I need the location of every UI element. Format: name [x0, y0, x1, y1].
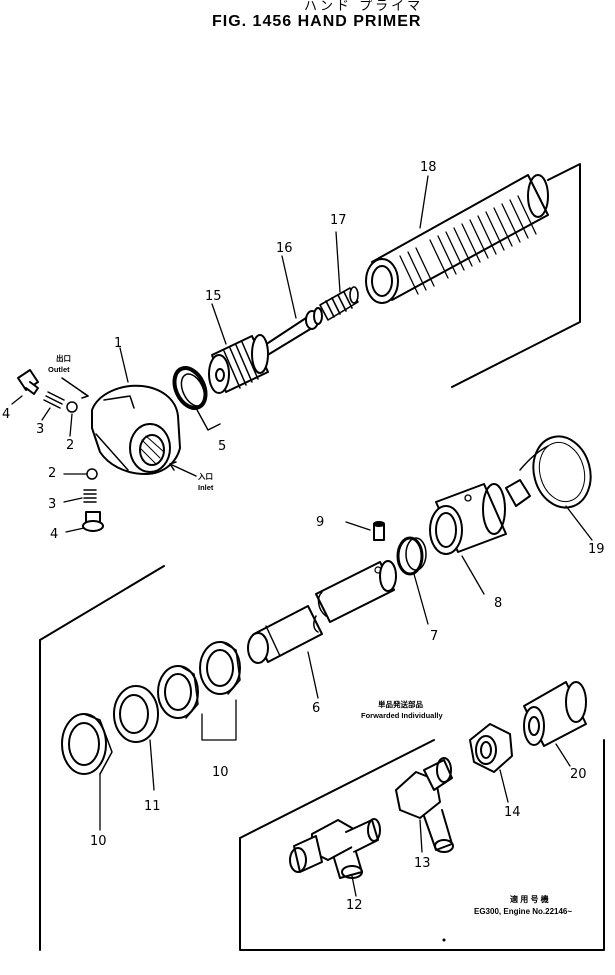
inlet-label-jp: 入口	[198, 472, 213, 481]
callout-4-top: 4	[2, 407, 11, 422]
part-7-rod	[261, 307, 323, 357]
callout-1: 1	[114, 336, 123, 351]
bracket-lower-right	[239, 739, 605, 951]
figure-title: FIG. 1456 HAND PRIMER	[212, 13, 422, 30]
callout-10-left: 10	[90, 834, 107, 849]
callout-20: 20	[570, 767, 587, 782]
part-3-spring-top	[41, 391, 65, 421]
part-6-piston	[208, 334, 269, 394]
callout-17: 12	[346, 898, 363, 913]
callout-10-right: 10	[212, 765, 229, 780]
part-16-pin	[345, 521, 385, 541]
part-15-knob	[505, 435, 593, 541]
callout-3-top: 3	[36, 422, 45, 437]
part-1-body	[91, 384, 181, 475]
callout-4-lower: 4	[50, 527, 59, 542]
part-10-nuts	[157, 641, 241, 741]
callout-13: 7	[430, 629, 439, 644]
callout-12: 6	[312, 701, 321, 716]
part-12-cylinder	[247, 560, 397, 699]
callout-11: 11	[144, 799, 161, 814]
part-3-spring-lower	[63, 489, 97, 503]
part-18-fitting	[395, 757, 454, 853]
callout-16: 9	[316, 515, 325, 530]
part-19-nut	[469, 723, 513, 803]
part-8-spring	[319, 286, 359, 321]
callout-19: 14	[504, 805, 521, 820]
callout-5: 5	[218, 439, 227, 454]
callout-14: 8	[494, 596, 503, 611]
outlet-label: Outlet	[48, 365, 70, 374]
inlet-label: Inlet	[198, 483, 214, 492]
applicable-label: EG300, Engine No.22146~	[474, 907, 573, 916]
inlet-arrow	[169, 463, 197, 477]
part-11-washer	[113, 685, 159, 791]
callout-3-lower: 3	[48, 497, 57, 512]
title-japanese: ハンド プライマ	[304, 0, 424, 14]
callout-8: 17	[330, 213, 347, 228]
applicable-label-jp: 適 用 号 機	[510, 895, 549, 904]
part-4-plug-lower	[65, 511, 104, 533]
part-14-nut	[429, 483, 507, 595]
callout-2-lower: 2	[48, 466, 57, 481]
outlet-label-jp: 出口	[56, 354, 71, 363]
callout-2-top: 2	[66, 438, 75, 453]
part-20-sleeve	[523, 681, 587, 767]
callout-7: 16	[276, 241, 293, 256]
callout-18: 13	[414, 856, 431, 871]
callout-15: 19	[588, 542, 605, 557]
forwarded-label-jp: 単品発送部品	[378, 700, 423, 709]
callout-9: 18	[420, 160, 437, 175]
part-10-nut-left	[61, 713, 113, 831]
part-4-plug-top	[11, 369, 39, 405]
forwarded-label: Forwarded Individually	[361, 711, 443, 720]
part-9-barrel	[365, 174, 549, 304]
part-13-ring	[396, 536, 429, 625]
part-17-tee	[289, 818, 381, 897]
bracket-top	[451, 163, 581, 388]
callout-6: 15	[205, 289, 222, 304]
part-5-oring	[172, 366, 221, 431]
